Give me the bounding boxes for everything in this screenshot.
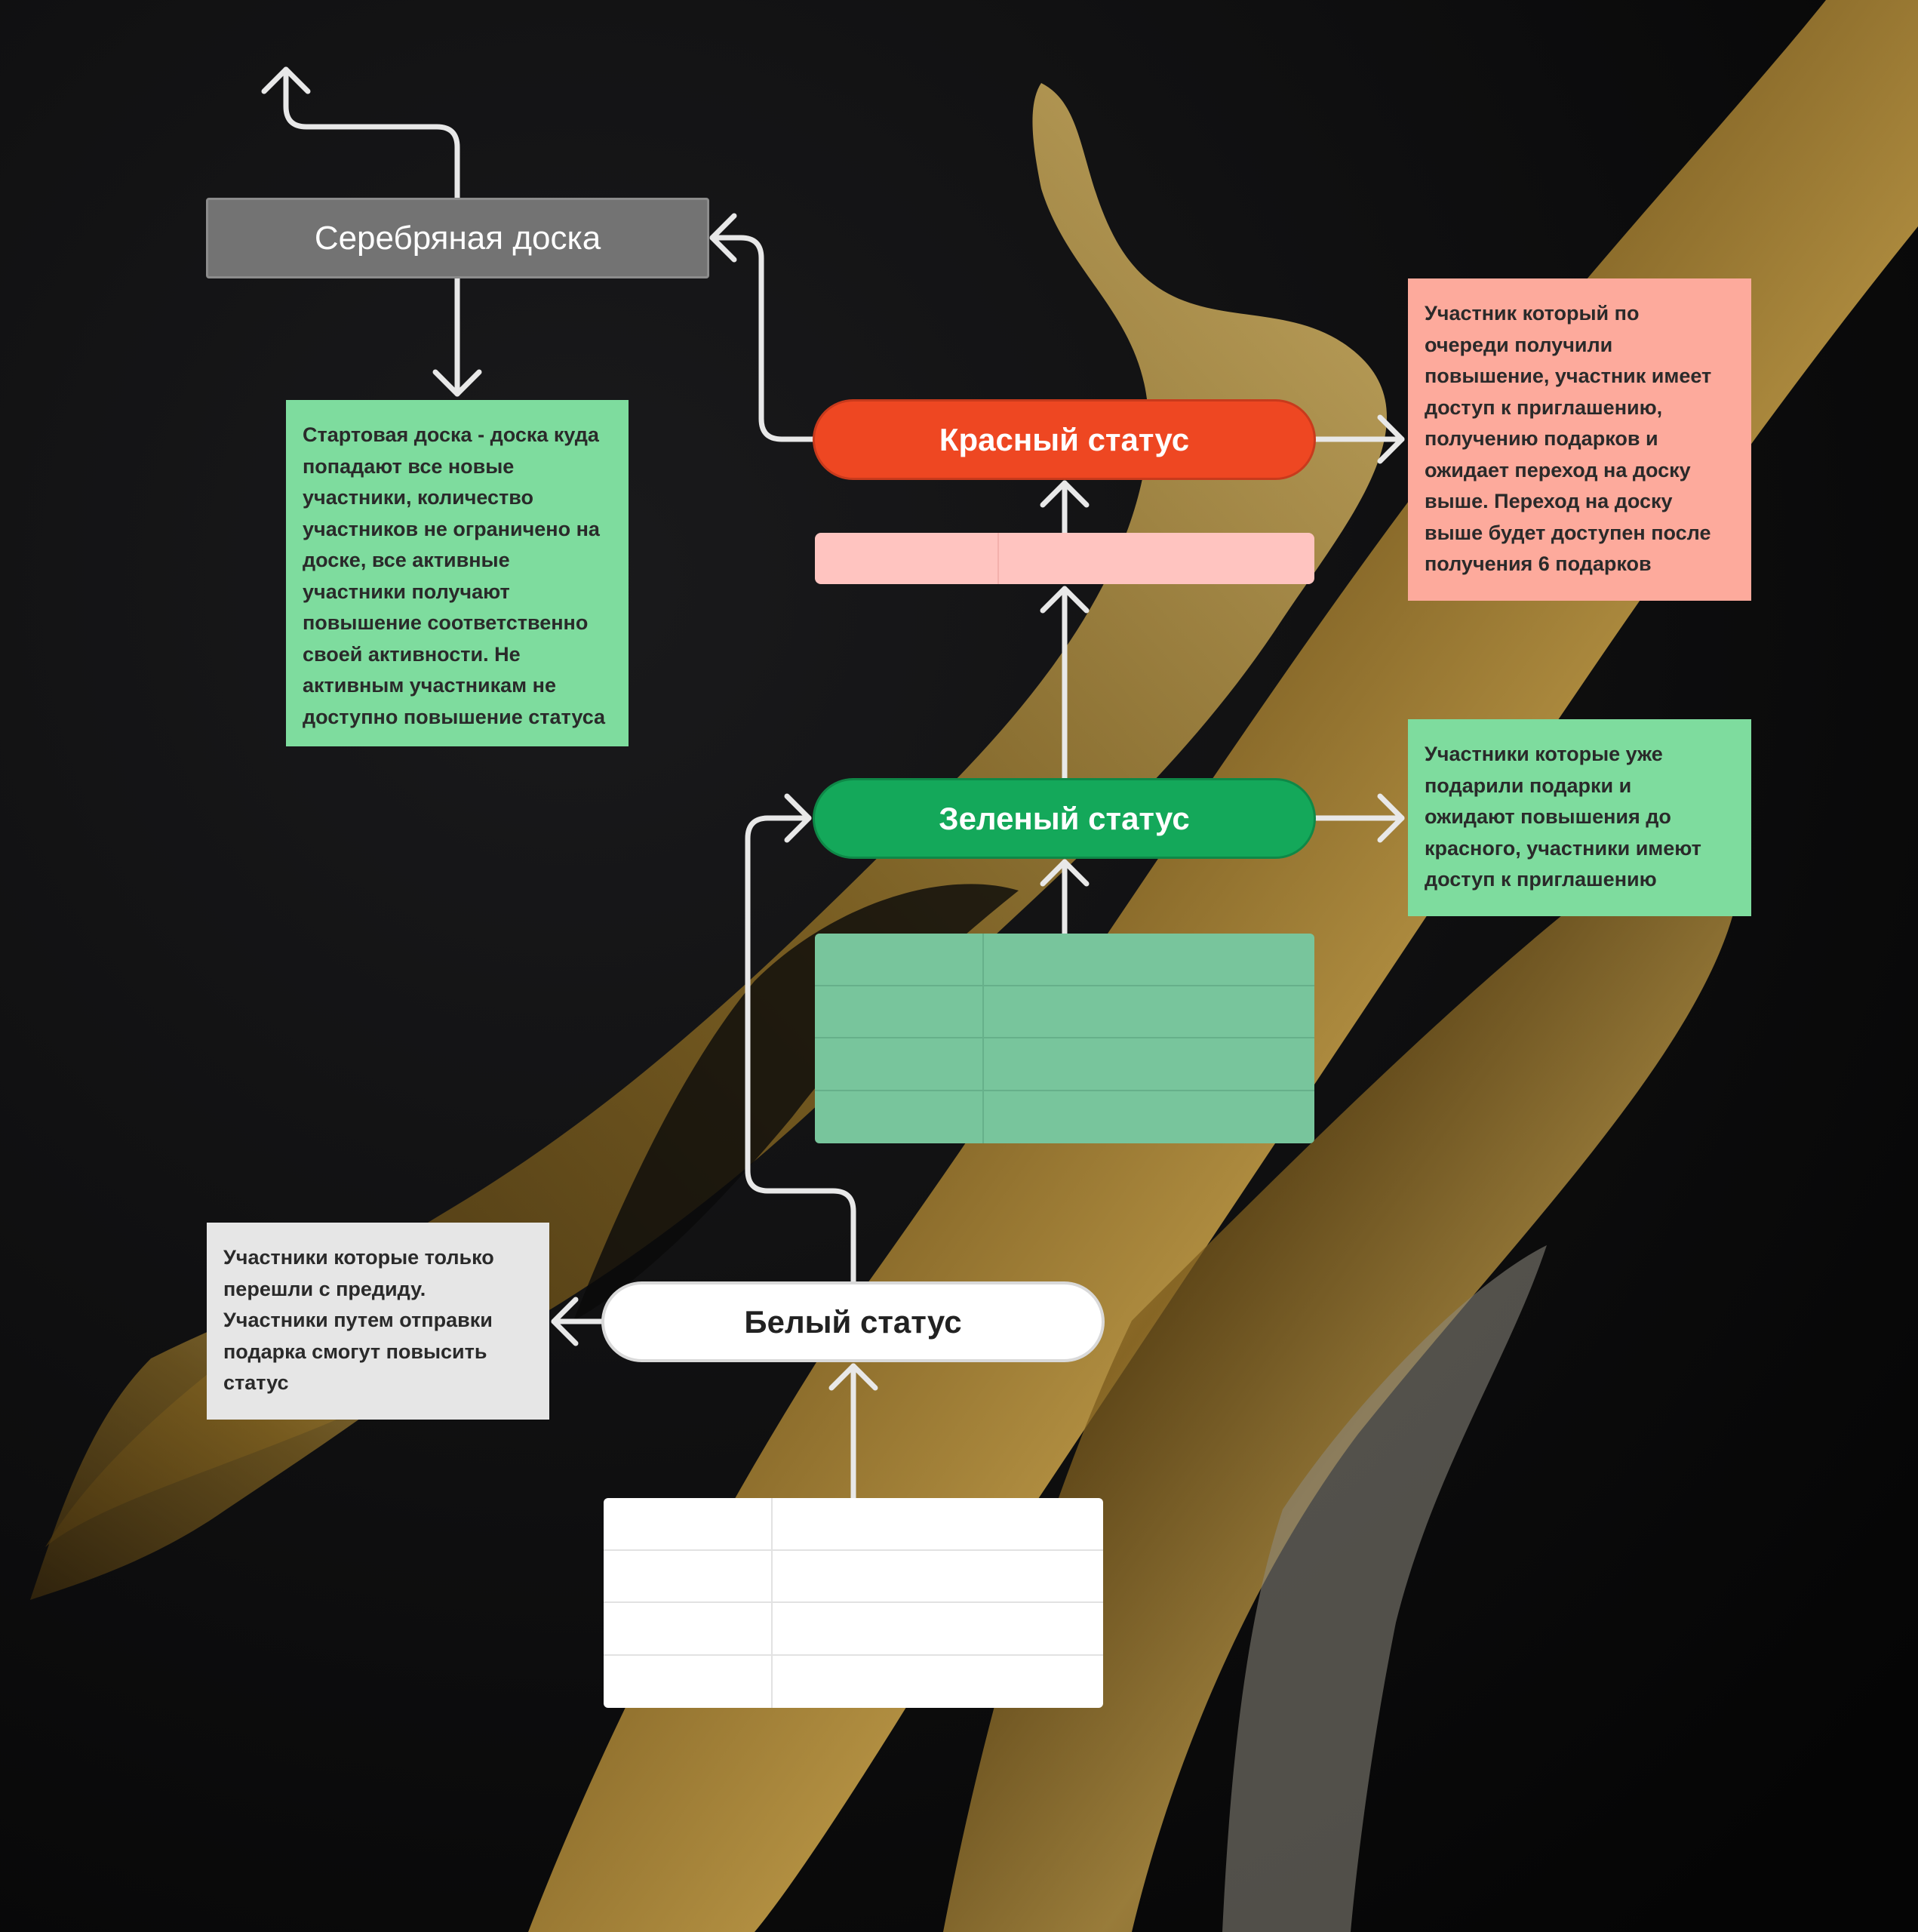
table-cell bbox=[604, 1550, 773, 1603]
green-status-label: Зеленый статус bbox=[939, 800, 1190, 836]
table-cell bbox=[773, 1656, 1103, 1709]
table-cell bbox=[984, 986, 1314, 1038]
red-status-note: Участник который по очереди получили пов… bbox=[1408, 278, 1751, 601]
table-cell bbox=[815, 986, 984, 1038]
table-cell bbox=[604, 1655, 773, 1708]
silver-board-label: Серебряная доска bbox=[314, 219, 601, 257]
silver-board-node: Серебряная доска bbox=[206, 198, 709, 278]
red-status-table bbox=[815, 533, 1314, 584]
table-cell bbox=[773, 1551, 1103, 1603]
white-status-label: Белый статус bbox=[744, 1303, 962, 1340]
table-cell bbox=[773, 1603, 1103, 1656]
green-status-table bbox=[815, 934, 1314, 1143]
table-cell bbox=[815, 934, 984, 986]
table-cell bbox=[984, 1038, 1314, 1091]
table-cell bbox=[984, 934, 1314, 986]
table-cell bbox=[773, 1498, 1103, 1551]
table-cell bbox=[815, 533, 999, 584]
start-board-note: Стартовая доска - доска куда попадают вс… bbox=[286, 400, 629, 746]
table-cell bbox=[815, 1038, 984, 1091]
white-status-node: Белый статус bbox=[601, 1281, 1105, 1362]
table-cell bbox=[999, 533, 1314, 584]
table-cell bbox=[815, 1091, 984, 1143]
green-status-node: Зеленый статус bbox=[813, 778, 1316, 859]
green-status-note: Участники которые уже подарили подарки и… bbox=[1408, 719, 1751, 916]
white-status-note: Участники которые только перешли с преди… bbox=[207, 1223, 549, 1420]
white-status-table bbox=[604, 1498, 1103, 1708]
table-cell bbox=[984, 1091, 1314, 1144]
red-status-node: Красный статус bbox=[813, 399, 1316, 480]
table-cell bbox=[604, 1603, 773, 1656]
red-status-label: Красный статус bbox=[939, 421, 1190, 457]
table-cell bbox=[604, 1498, 773, 1551]
